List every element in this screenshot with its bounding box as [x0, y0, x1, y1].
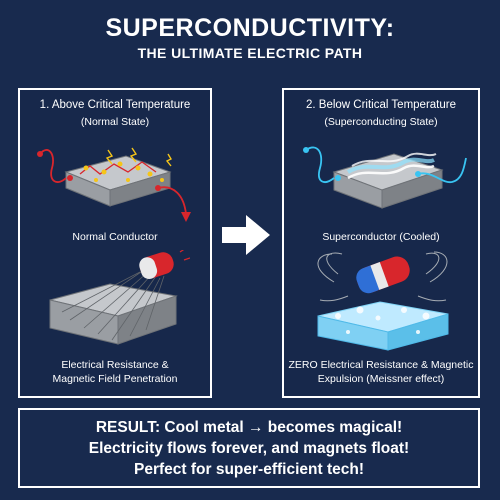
meissner-levitation-illustration — [317, 251, 449, 351]
main-title: SUPERCONDUCTIVITY: — [105, 14, 395, 42]
normal-bottom-caption-2: Magnetic Field Penetration — [52, 373, 178, 385]
normal-bottom-caption-1: Electrical Resistance & — [61, 359, 169, 371]
normal-conductor-caption: Normal Conductor — [72, 231, 158, 243]
main-subtitle: THE ULTIMATE ELECTRIC PATH — [137, 45, 363, 61]
superconducting-bottom-caption-2: Expulsion (Meissner effect) — [317, 373, 445, 385]
result-box: RESULT: Cool metal → becomes magical! El… — [18, 408, 480, 488]
result-line-3: Perfect for super-efficient tech! — [134, 461, 364, 478]
result-line-1: RESULT: Cool metal → becomes magical! — [95, 419, 403, 436]
transition-arrow-icon — [222, 215, 270, 255]
result-line-2: Electricity flows forever, and magnets f… — [88, 440, 410, 457]
normal-state-heading: 1. Above Critical Temperature — [39, 99, 191, 111]
superconducting-bottom-caption-1: ZERO Electrical Resistance & Magnetic — [288, 359, 474, 371]
superconducting-state-heading: 2. Below Critical Temperature — [306, 99, 456, 111]
normal-state-subheading: (Normal State) — [80, 116, 150, 128]
magnet-penetration-illustration — [49, 250, 190, 345]
superconducting-state-subheading: (Superconducting State) — [324, 116, 438, 128]
superconductor-caption: Superconductor (Cooled) — [322, 231, 440, 243]
superconductor-illustration — [303, 146, 467, 209]
normal-conductor-illustration — [37, 147, 191, 222]
superconducting-state-panel: 2. Below Critical Temperature (Supercond… — [282, 88, 480, 398]
normal-state-panel: 1. Above Critical Temperature (Normal St… — [18, 88, 212, 398]
